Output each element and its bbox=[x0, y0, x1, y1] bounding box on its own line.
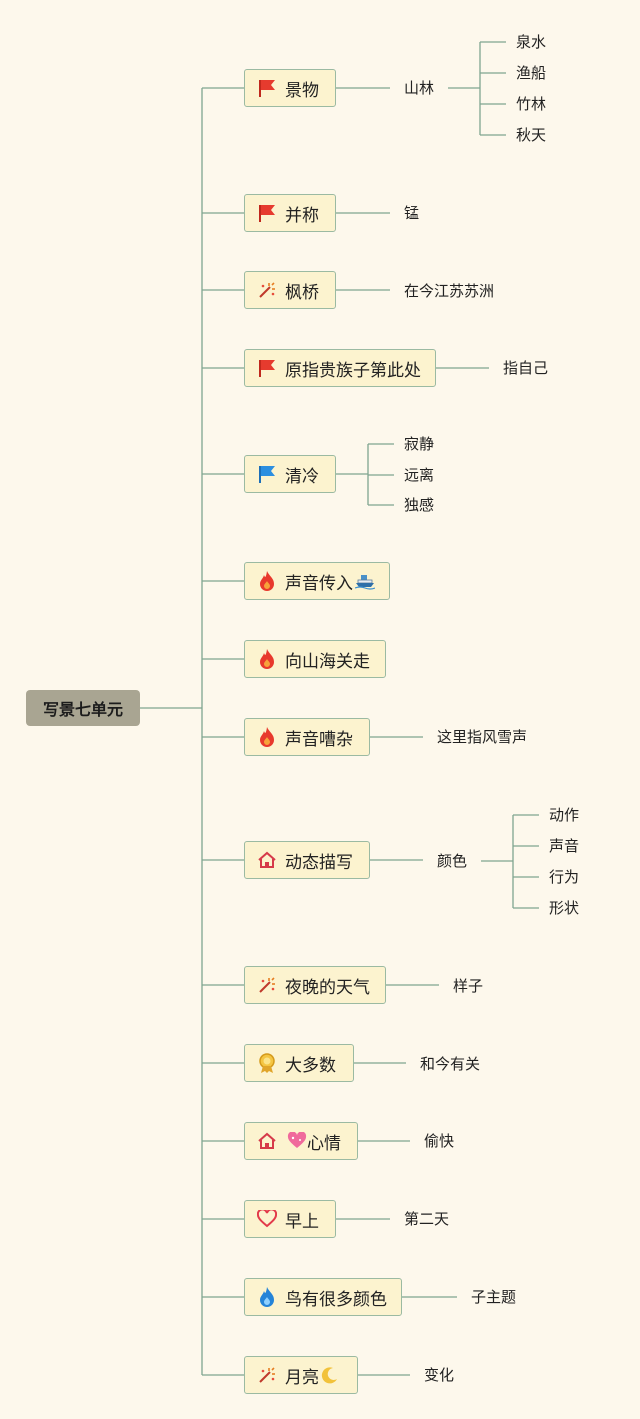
subtopic[interactable]: 形状 bbox=[549, 899, 580, 917]
crescent-moon-icon bbox=[321, 1366, 339, 1384]
sparkle-wand-icon bbox=[255, 974, 279, 996]
branch-label: 夜晚的天气 bbox=[285, 977, 370, 998]
branch-node[interactable]: 动态描写 bbox=[244, 841, 370, 879]
root-node[interactable]: 写景七单元 bbox=[26, 690, 140, 726]
subtopic[interactable]: 声音 bbox=[549, 837, 580, 855]
branch-node[interactable]: 早上 bbox=[244, 1200, 336, 1238]
house-icon bbox=[255, 1130, 279, 1152]
child-topic[interactable]: 变化 bbox=[424, 1366, 455, 1384]
branch-node[interactable]: 月亮 bbox=[244, 1356, 358, 1394]
branch-label: 动态描写 bbox=[285, 852, 353, 873]
child-topic[interactable]: 这里指风雪声 bbox=[437, 728, 528, 746]
branch-node[interactable]: 鸟有很多颜色 bbox=[244, 1278, 402, 1316]
child-topic[interactable]: 颜色 bbox=[437, 852, 468, 870]
branch-label: 原指贵族子第此处 bbox=[285, 360, 421, 381]
subtopic[interactable]: 动作 bbox=[549, 806, 580, 824]
child-topic[interactable]: 锰 bbox=[404, 204, 420, 222]
subtopic[interactable]: 秋天 bbox=[516, 126, 547, 144]
branch-node[interactable]: 声音嘈杂 bbox=[244, 718, 370, 756]
branch-label: 清冷 bbox=[285, 466, 319, 487]
child-topic[interactable]: 山林 bbox=[404, 79, 435, 97]
child-topic[interactable]: 远离 bbox=[404, 466, 435, 484]
branch-node[interactable]: 向山海关走 bbox=[244, 640, 386, 678]
branch-label: 向山海关走 bbox=[285, 651, 370, 672]
sparkle-wand-icon bbox=[255, 1364, 279, 1386]
child-topic[interactable]: 偷快 bbox=[424, 1132, 455, 1150]
red-flag-icon bbox=[255, 357, 279, 379]
child-topic[interactable]: 子主题 bbox=[471, 1288, 517, 1306]
sparkle-wand-icon bbox=[255, 279, 279, 301]
branch-node[interactable]: 心情 bbox=[244, 1122, 358, 1160]
child-topic[interactable]: 第二天 bbox=[404, 1210, 450, 1228]
child-topic[interactable]: 在今江苏苏洲 bbox=[404, 282, 495, 300]
sparkling-heart-icon bbox=[287, 1132, 307, 1150]
branch-node[interactable]: 枫桥 bbox=[244, 271, 336, 309]
child-topic[interactable]: 独感 bbox=[404, 496, 435, 514]
child-topic[interactable]: 样子 bbox=[453, 977, 484, 995]
blue-flag-icon bbox=[255, 463, 279, 485]
branch-node[interactable]: 景物 bbox=[244, 69, 336, 107]
fire-icon bbox=[255, 570, 279, 592]
branch-label: 大多数 bbox=[285, 1055, 336, 1076]
branch-label: 心情 bbox=[307, 1133, 341, 1154]
subtopic[interactable]: 渔船 bbox=[516, 64, 547, 82]
branch-label: 早上 bbox=[285, 1211, 319, 1232]
medal-icon bbox=[255, 1052, 279, 1074]
branch-node[interactable]: 大多数 bbox=[244, 1044, 354, 1082]
branch-label: 并称 bbox=[285, 205, 319, 226]
branch-label: 枫桥 bbox=[285, 282, 319, 303]
red-flag-icon bbox=[255, 77, 279, 99]
branch-node[interactable]: 声音传入 bbox=[244, 562, 390, 600]
branch-label: 声音传入 bbox=[285, 573, 353, 594]
house-icon bbox=[255, 849, 279, 871]
subtopic[interactable]: 行为 bbox=[549, 868, 580, 886]
blue-fire-icon bbox=[255, 1286, 279, 1308]
branch-label: 月亮 bbox=[285, 1367, 319, 1388]
child-topic[interactable]: 寂静 bbox=[404, 435, 435, 453]
branch-node[interactable]: 夜晚的天气 bbox=[244, 966, 386, 1004]
heart-outline-icon bbox=[255, 1208, 279, 1230]
branch-label: 景物 bbox=[285, 80, 319, 101]
child-topic[interactable]: 和今有关 bbox=[420, 1055, 481, 1073]
child-topic[interactable]: 指自己 bbox=[503, 359, 549, 377]
fire-icon bbox=[255, 648, 279, 670]
subtopic[interactable]: 泉水 bbox=[516, 33, 547, 51]
subtopic[interactable]: 竹林 bbox=[516, 95, 547, 113]
branch-node[interactable]: 并称 bbox=[244, 194, 336, 232]
fire-icon bbox=[255, 726, 279, 748]
ship-emoji-icon bbox=[355, 572, 375, 590]
branch-label: 鸟有很多颜色 bbox=[285, 1289, 387, 1310]
branch-node[interactable]: 原指贵族子第此处 bbox=[244, 349, 436, 387]
branch-label: 声音嘈杂 bbox=[285, 729, 353, 750]
red-flag-icon bbox=[255, 202, 279, 224]
branch-node[interactable]: 清冷 bbox=[244, 455, 336, 493]
